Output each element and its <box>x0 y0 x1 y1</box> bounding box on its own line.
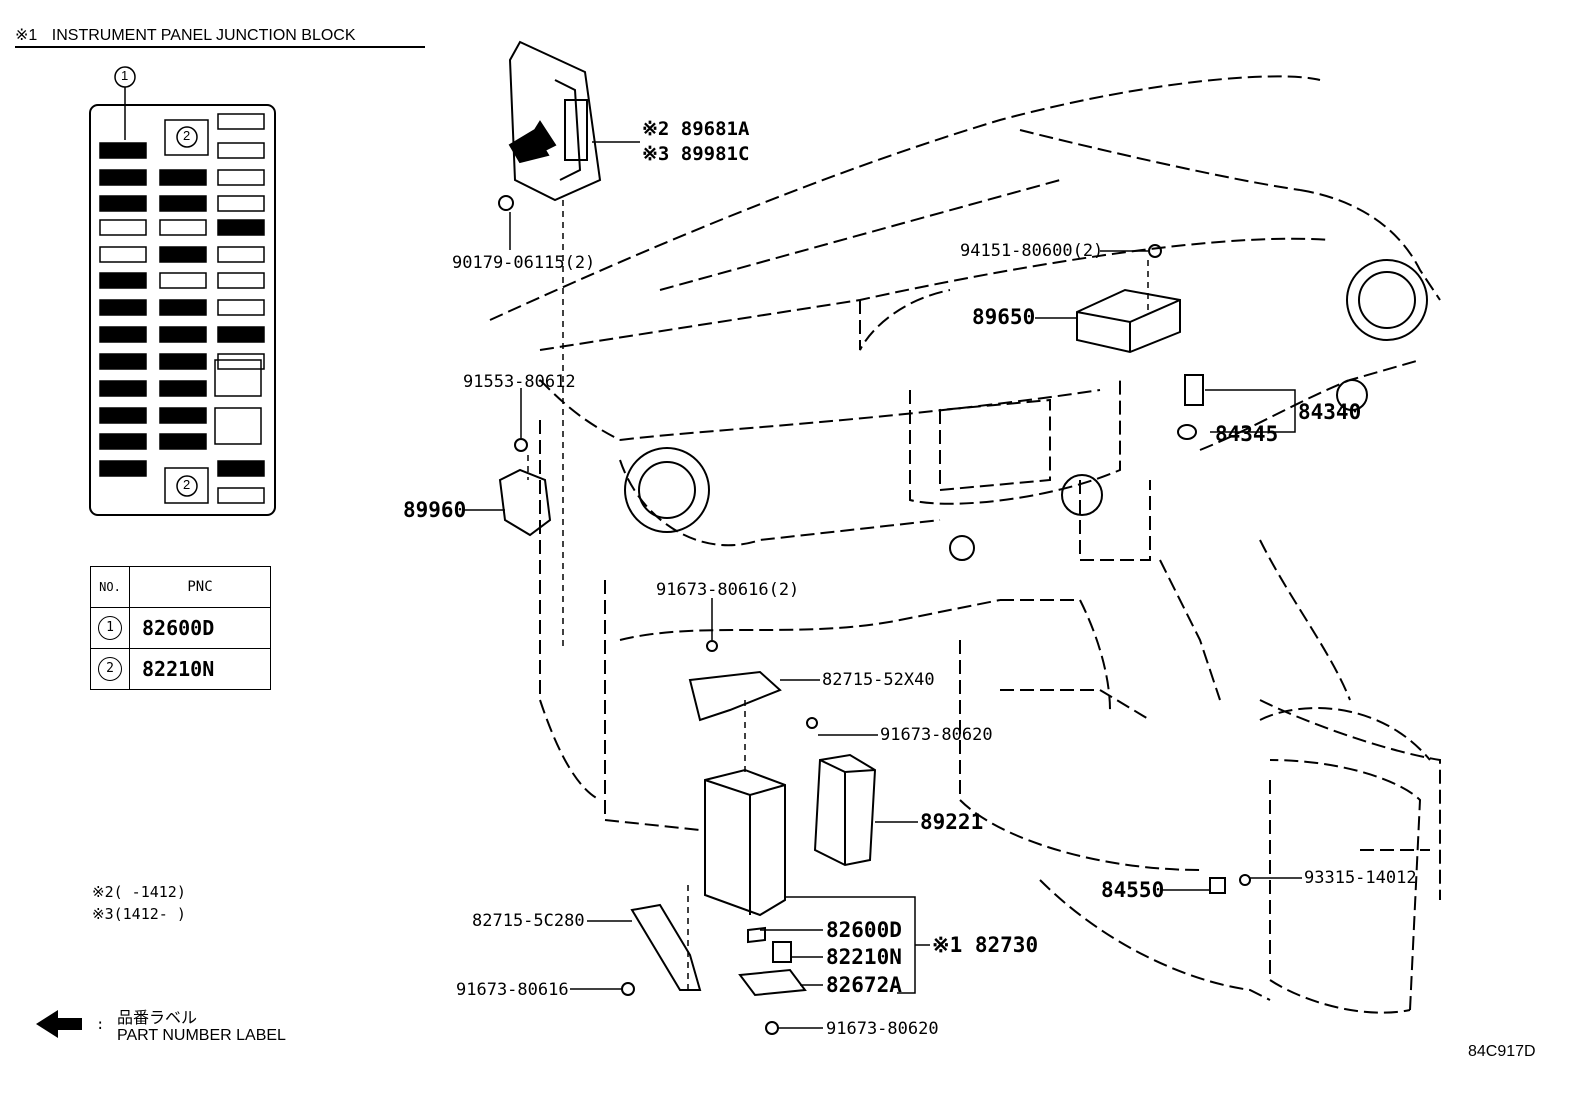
fuse-slot <box>99 195 147 212</box>
fuse-slot <box>217 219 265 236</box>
leader-lines <box>463 141 1302 1029</box>
fuse-slot <box>217 460 265 477</box>
part-84345: 84345 <box>1215 422 1279 446</box>
fuse-slot <box>99 326 147 343</box>
row-no: 1 <box>98 616 122 640</box>
part-89960: 89960 <box>403 498 467 522</box>
legend-colon: : <box>96 1017 105 1033</box>
fuse-slot <box>159 299 207 316</box>
fuse-slot <box>217 272 265 289</box>
part-82210N: 82210N <box>826 945 902 969</box>
part-89981C: ※3 89981C <box>642 143 750 165</box>
fuse-slot <box>99 407 147 424</box>
fuse-slot <box>99 142 147 159</box>
fuse-slot <box>159 326 207 343</box>
fuse-slot <box>217 326 265 343</box>
fuse-slot <box>217 487 265 504</box>
fuse-slot <box>99 272 147 289</box>
junction-block-heading: ※1 INSTRUMENT PANEL JUNCTION BLOCK <box>15 25 356 45</box>
fuse-slot <box>217 246 265 263</box>
pnc-row: 1 82600D <box>90 607 271 649</box>
instrument-panel-outline <box>489 75 1441 1014</box>
part-84340: 84340 <box>1298 400 1362 424</box>
part-number-label-arrow-icon <box>36 1010 82 1038</box>
fuse-slot <box>159 433 207 450</box>
part-82715-52X40: 82715-52X40 <box>822 670 935 690</box>
part-82672A: 82672A <box>826 973 902 997</box>
fuse-slot <box>99 219 147 236</box>
fuse-slot <box>217 169 265 186</box>
part-91673-80616: 91673-80616 <box>456 980 569 1000</box>
row-pnc: 82600D <box>129 607 271 649</box>
heading-text: INSTRUMENT PANEL JUNCTION BLOCK <box>51 27 356 44</box>
part-89221: 89221 <box>920 810 984 834</box>
part-91673-80616-2: 91673-80616(2) <box>656 580 800 600</box>
part-91553-80612: 91553-80612 <box>463 372 576 392</box>
callout-1-label: 1 <box>121 68 129 83</box>
part-94151-80600: 94151-80600(2) <box>960 241 1104 261</box>
vents <box>624 259 1428 561</box>
row-pnc: 82210N <box>129 648 271 690</box>
legend-japanese: 品番ラベル <box>117 1010 198 1027</box>
fuse-slot <box>159 380 207 397</box>
fuse-slot <box>217 142 265 159</box>
part-82715-5C280: 82715-5C280 <box>472 911 585 931</box>
part-89681A: ※2 89681A <box>642 118 750 140</box>
heading-mark: ※1 <box>15 27 38 44</box>
fuse-slot <box>99 460 147 477</box>
fuse-slot <box>159 353 207 370</box>
note-2: ※2( -1412) <box>92 883 186 901</box>
legend-english: PART NUMBER LABEL <box>117 1027 286 1044</box>
fuse-slot <box>99 169 147 186</box>
part-82600D: 82600D <box>826 918 902 942</box>
col-pnc-header: PNC <box>129 566 271 608</box>
fuse-slot <box>99 433 147 450</box>
fuse-slot <box>159 219 207 236</box>
callout-2-bottom-label: 2 <box>183 477 191 492</box>
fuse-slot <box>99 353 147 370</box>
row-no: 2 <box>98 657 122 681</box>
part-91673-80620-bottom: 91673-80620 <box>826 1019 939 1039</box>
part-89650: 89650 <box>972 305 1036 329</box>
fuse-slot <box>99 299 147 316</box>
pnc-table: NO. PNC 1 82600D 2 82210N <box>90 566 271 690</box>
component-drawings <box>498 40 1251 1035</box>
fuse-slot <box>159 407 207 424</box>
pnc-row: 2 82210N <box>90 648 271 690</box>
fuse-slot <box>99 246 147 263</box>
part-82730: ※1 82730 <box>932 933 1039 957</box>
fuse-slot <box>159 272 207 289</box>
diagram-id: 84C917D <box>1468 1043 1536 1060</box>
fuse-slot <box>99 380 147 397</box>
callout-2-top-label: 2 <box>183 128 191 143</box>
fuse-slot <box>159 246 207 263</box>
junction-block-schematic <box>15 46 425 516</box>
part-93315-14012: 93315-14012 <box>1304 868 1417 888</box>
fuse-slot <box>217 299 265 316</box>
part-91673-80620-top: 91673-80620 <box>880 725 993 745</box>
note-3: ※3(1412- ) <box>92 905 186 923</box>
fuse-slot <box>159 195 207 212</box>
fuse-slot <box>159 169 207 186</box>
col-no-header: NO. <box>90 566 130 608</box>
fuse-slot <box>217 353 265 370</box>
fuse-slot <box>217 195 265 212</box>
part-90179-06115: 90179-06115(2) <box>452 253 596 273</box>
projection-lines <box>527 200 1149 990</box>
part-84550: 84550 <box>1101 878 1165 902</box>
fuse-slot <box>217 113 265 130</box>
